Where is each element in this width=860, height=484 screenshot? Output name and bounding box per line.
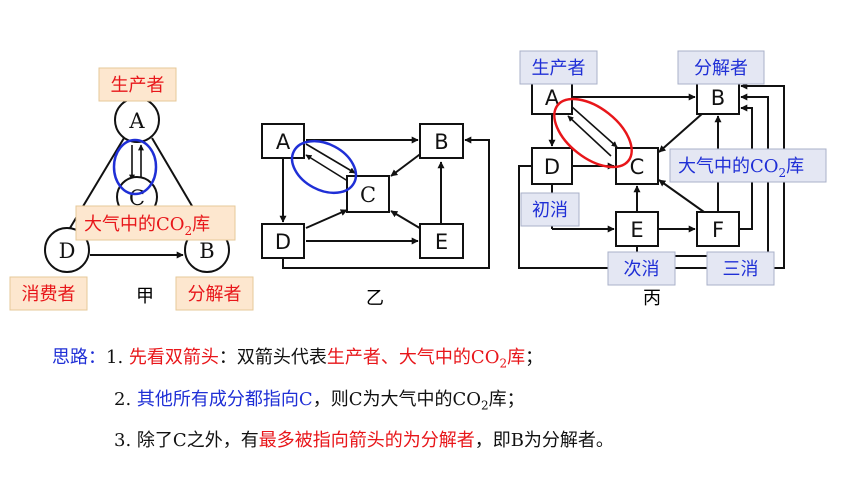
tag-co2-bg (669, 148, 827, 183)
node-e-box (419, 223, 464, 259)
note-1-highlight-1: 先看双箭头 (128, 347, 219, 368)
tag-secondary: 次消 (624, 259, 660, 280)
tag-producer: 生产者 (532, 58, 586, 79)
note-label: 思路： (52, 347, 106, 368)
node-d-label: D (59, 239, 76, 263)
note-line-2: 2. 其他所有成分都指向C，则C为大气中的CO2库； (52, 382, 614, 424)
node-c-label: C (630, 155, 645, 179)
caption-jia: 甲 (136, 286, 154, 307)
edge-d-b-loop (282, 136, 490, 269)
tag-co2: 大气中的CO2库 (84, 214, 210, 238)
note-1-highlight-2: 生产者、大气中的CO2库 (326, 347, 526, 371)
edge-e-c (390, 210, 424, 231)
note-3-highlight: 最多被指向箭头的为分解者 (258, 430, 475, 452)
note-2-highlight: 其他所有成分都指向C (136, 388, 313, 410)
diagram-canvas: A C D B 生产者 大气中的CO2库 消费者 分解者 甲 A (9, 50, 827, 311)
node-a-label: A (276, 130, 291, 154)
node-e-label: E (435, 230, 448, 254)
node-d-label: D (544, 155, 560, 179)
diagram-bing: A B C D E F 生产者 分解者 大气中的CO2库 初消 次消 三消 丙 (518, 50, 827, 309)
tag-co2-bg (75, 205, 236, 241)
tag-tertiary-bg (706, 251, 775, 286)
edge-d-c (305, 209, 348, 229)
node-f-box (696, 211, 740, 247)
node-d-box (261, 223, 305, 259)
node-a-box (531, 79, 573, 115)
tag-decomposer-bg (677, 50, 765, 85)
node-d-box (531, 147, 573, 185)
tag-consumer-bg (9, 276, 88, 311)
node-a-label: A (545, 86, 560, 110)
tag-consumer: 消费者 (22, 284, 76, 305)
note-num-1: 1. (106, 347, 124, 368)
tag-secondary-bg (607, 251, 676, 286)
tag-co2: 大气中的CO2库 (678, 156, 804, 180)
diagram-jia: A C D B 生产者 大气中的CO2库 消费者 分解者 甲 (9, 67, 254, 311)
note-1-end: ； (525, 347, 544, 368)
edge-a-c-double-1 (570, 105, 618, 148)
note-1-text: ：双箭头代表 (218, 347, 327, 368)
node-a-label: A (128, 109, 145, 133)
diagram-yi: A B C D E 乙 (261, 123, 490, 309)
double-arrow-highlight (112, 138, 158, 196)
node-e-label: E (630, 218, 643, 242)
note-line-3: 3. 除了C之外，有最多被指向箭头的为分解者，即B为分解者。 (52, 423, 614, 459)
node-b-label: B (711, 86, 725, 110)
note-num-2: 2. (114, 388, 132, 410)
node-a-box (261, 123, 305, 159)
node-f-label: F (712, 218, 724, 242)
tag-primary-bg (520, 192, 580, 227)
edge-a-c-double-1 (305, 143, 356, 174)
tag-decomposer-bg (175, 276, 254, 311)
node-b-box (419, 123, 464, 159)
edge-b-c (658, 112, 704, 153)
double-arrow-highlight (290, 139, 358, 195)
tag-decomposer: 分解者 (694, 58, 748, 79)
note-num-3: 3. (114, 430, 132, 452)
tag-primary: 初消 (532, 200, 568, 221)
caption-bing: 丙 (643, 288, 661, 309)
analysis-notes: 思路：1. 先看双箭头：双箭头代表生产者、大气中的CO2库； 2. 其他所有成分… (52, 340, 614, 459)
node-e-box (615, 211, 659, 247)
edge-b-c (390, 151, 424, 177)
edge-f-c (658, 179, 705, 213)
node-d-label: D (275, 230, 291, 254)
node-b-label: B (199, 239, 214, 263)
tag-decomposer: 分解者 (188, 284, 242, 305)
node-b-label: B (434, 130, 448, 154)
note-3-text-pre: 除了C之外，有 (136, 430, 259, 452)
tag-producer-bg (98, 67, 177, 102)
note-2-text: ，则C为大气中的CO2库； (312, 388, 525, 413)
tag-tertiary: 三消 (723, 259, 759, 280)
node-c-label: C (360, 183, 376, 207)
edge-a-c-double-2 (305, 154, 352, 184)
tag-producer-bg (519, 50, 598, 85)
note-line-1: 思路：1. 先看双箭头：双箭头代表生产者、大气中的CO2库； (52, 340, 614, 382)
double-arrow-highlight (553, 97, 633, 169)
tag-producer: 生产者 (111, 75, 165, 96)
edge-a-c-double-2 (567, 115, 612, 157)
caption-yi: 乙 (366, 288, 384, 309)
note-3-text-post: ，即B为分解者。 (474, 430, 614, 452)
